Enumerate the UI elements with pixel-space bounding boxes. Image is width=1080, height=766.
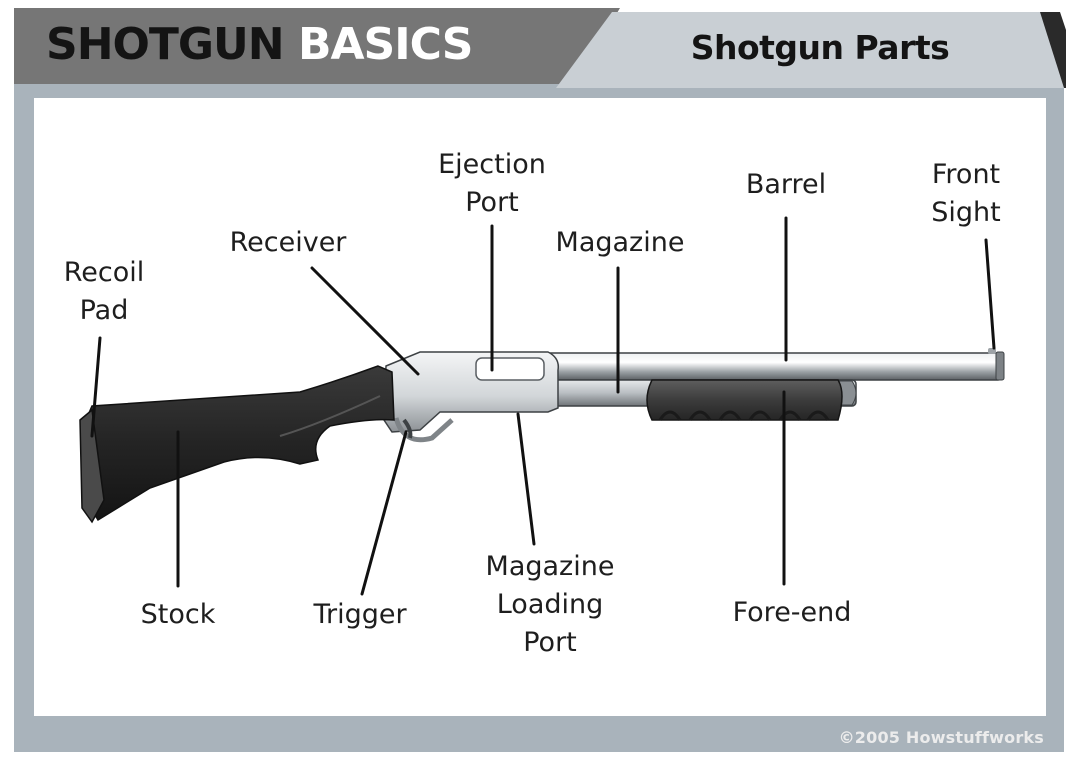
header-title: SHOTGUN BASICS bbox=[46, 19, 473, 70]
label-front-sight: Front Sight bbox=[931, 159, 1001, 228]
tab-title: Shotgun Parts bbox=[690, 28, 950, 67]
ejection-port-window bbox=[475, 357, 545, 381]
label-recoil-pad: Recoil Pad bbox=[63, 257, 145, 326]
barrel bbox=[539, 352, 1003, 381]
header-bar bbox=[14, 8, 620, 84]
stock-shape bbox=[85, 365, 395, 522]
leader-magazine-loading-port bbox=[516, 412, 536, 546]
barrel-muzzle bbox=[995, 351, 1005, 381]
recoil-pad-shape bbox=[79, 408, 105, 524]
panel-corner-shadow bbox=[1040, 12, 1066, 88]
header-title-basics: BASICS bbox=[297, 19, 473, 70]
label-ejection-port: Ejection Port bbox=[438, 149, 546, 218]
leader-trigger bbox=[360, 430, 408, 596]
fore-end-grooves bbox=[658, 410, 830, 421]
leader-front-sight bbox=[984, 238, 996, 350]
stock-grip-highlight bbox=[279, 395, 381, 437]
leader-lines bbox=[90, 216, 996, 596]
label-barrel: Barrel bbox=[745, 169, 827, 200]
fore-end-shape bbox=[646, 379, 843, 421]
header-title-shotgun: SHOTGUN bbox=[46, 19, 285, 70]
label-magazine-loading-port: Magazine Loading Port bbox=[485, 551, 615, 658]
copyright-notice: ©2005 Howstuffworks bbox=[838, 728, 1044, 747]
leader-receiver bbox=[310, 266, 420, 376]
label-fore-end: Fore-end bbox=[732, 597, 852, 628]
label-trigger: Trigger bbox=[313, 599, 407, 630]
front-sight-bead bbox=[988, 348, 996, 354]
trigger-shape bbox=[402, 418, 413, 439]
label-stock: Stock bbox=[140, 599, 216, 630]
header-tab bbox=[556, 12, 1064, 88]
label-magazine: Magazine bbox=[555, 227, 685, 258]
label-receiver: Receiver bbox=[229, 227, 347, 258]
leader-recoil-pad bbox=[90, 336, 102, 438]
